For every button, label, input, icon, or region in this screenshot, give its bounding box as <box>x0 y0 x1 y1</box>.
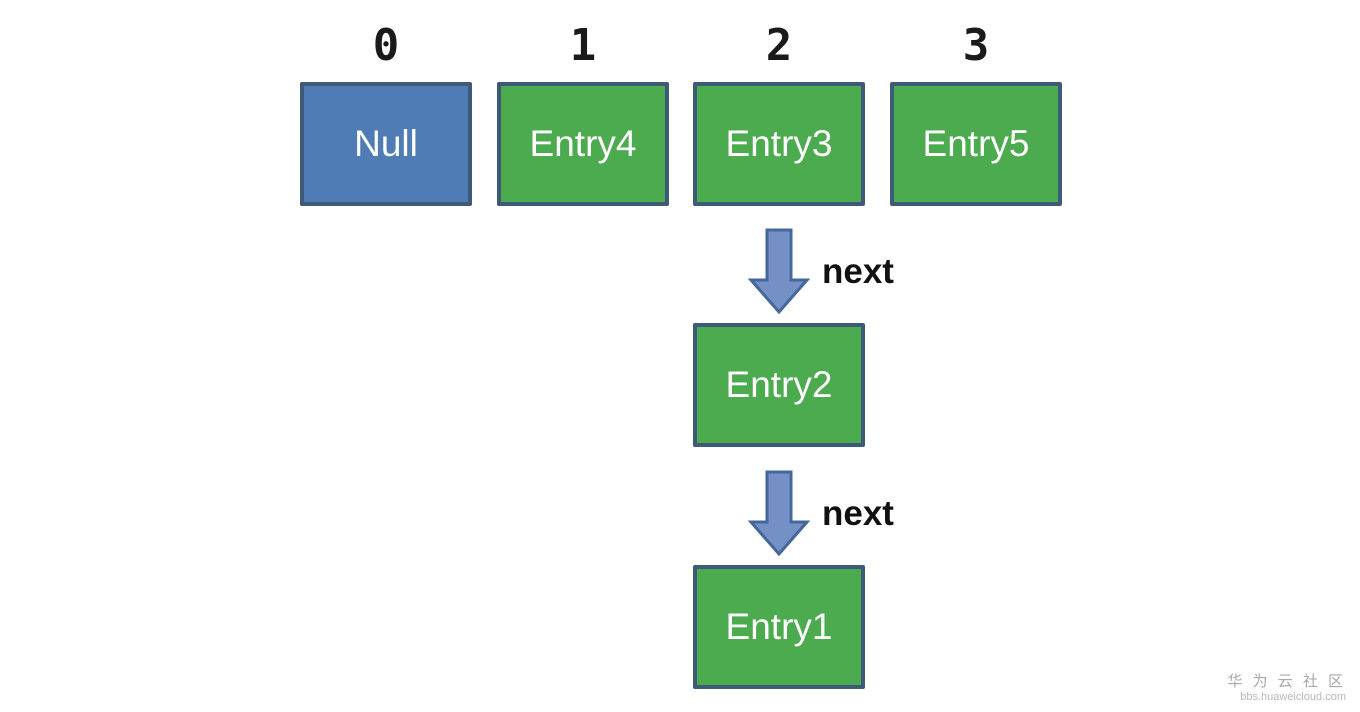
block-arrow-down <box>748 470 810 557</box>
bucket-node-entry5: Entry5 <box>890 82 1062 206</box>
watermark-site-url: bbs.huaweicloud.com <box>1240 690 1346 703</box>
watermark: 华 为 云 社 区 bbs.huaweicloud.com <box>1227 673 1346 704</box>
bucket-index-2: 2 <box>765 20 793 71</box>
bucket-index-1: 1 <box>569 20 597 71</box>
block-arrow-down <box>748 228 810 315</box>
watermark-site-name: 华 为 云 社 区 <box>1227 672 1346 690</box>
next-pointer-label: next <box>822 494 894 533</box>
bucket-index-0: 0 <box>372 20 400 71</box>
next-arrow-icon <box>748 470 810 557</box>
chain-node-entry2: Entry2 <box>693 323 865 447</box>
next-pointer-label: next <box>822 252 894 291</box>
bucket-node-null: Null <box>300 82 472 206</box>
bucket-node-entry4: Entry4 <box>497 82 669 206</box>
chain-node-entry1: Entry1 <box>693 565 865 689</box>
next-arrow-icon <box>748 228 810 315</box>
bucket-index-3: 3 <box>962 20 990 71</box>
bucket-node-entry3: Entry3 <box>693 82 865 206</box>
